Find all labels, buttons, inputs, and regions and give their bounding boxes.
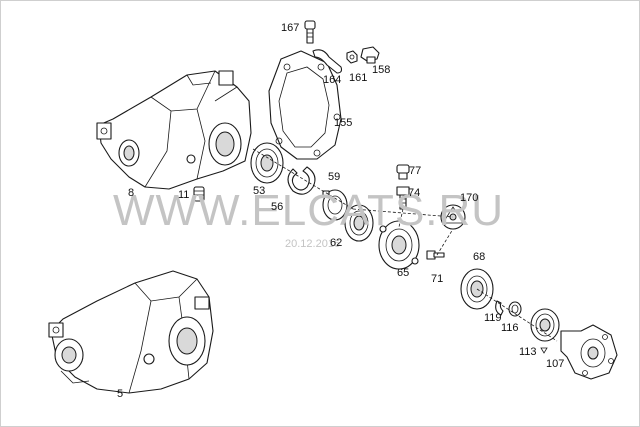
label-65: 65	[397, 267, 409, 279]
label-59: 59	[328, 171, 340, 183]
label-77: 77	[409, 165, 421, 177]
part-107-flange[interactable]	[560, 324, 618, 380]
label-5: 5	[117, 388, 123, 400]
leader-lines	[252, 148, 558, 342]
axle-housing-8[interactable]	[96, 70, 252, 190]
part-74-pin[interactable]	[396, 186, 410, 210]
part-164-bracket[interactable]	[312, 49, 343, 74]
marker-icon	[540, 347, 548, 354]
part-77-cap[interactable]	[396, 164, 410, 180]
label-170: 170	[460, 192, 478, 204]
label-161: 161	[349, 72, 367, 84]
label-8: 8	[128, 187, 134, 199]
label-62: 62	[330, 237, 342, 249]
label-107: 107	[546, 358, 564, 370]
label-158: 158	[372, 64, 390, 76]
label-167: 167	[281, 22, 299, 34]
label-53: 53	[253, 185, 265, 197]
label-11: 11	[178, 189, 189, 201]
part-167-breather[interactable]	[304, 20, 316, 44]
part-71-bolt[interactable]	[426, 250, 445, 260]
label-155: 155	[334, 117, 352, 129]
part-56-circlip[interactable]	[287, 166, 316, 195]
axle-housing-5[interactable]	[48, 270, 214, 394]
label-113: 113	[519, 346, 537, 358]
label-68: 68	[473, 251, 485, 263]
part-155-cover[interactable]	[268, 50, 342, 160]
watermark-date: 20.12.2016	[285, 238, 340, 250]
part-158-bolt[interactable]	[360, 46, 380, 64]
part-65-carrier[interactable]	[378, 220, 420, 270]
part-161-nut[interactable]	[346, 50, 358, 64]
part-119-ring[interactable]	[495, 300, 504, 316]
label-74: 74	[408, 187, 420, 199]
part-53-bearing[interactable]	[250, 142, 284, 184]
part-62-bearing[interactable]	[344, 204, 374, 242]
part-59-shim[interactable]	[322, 189, 348, 221]
label-56: 56	[271, 201, 283, 213]
label-71: 71	[431, 273, 443, 285]
label-119: 119	[484, 312, 502, 324]
part-bearing-pinion[interactable]	[530, 308, 560, 342]
watermark-text: WWW.ELCATS.RU	[113, 186, 504, 235]
label-116: 116	[501, 322, 519, 334]
label-164: 164	[323, 74, 341, 86]
part-116-ring[interactable]	[508, 301, 522, 317]
part-11-plug[interactable]	[193, 186, 205, 202]
